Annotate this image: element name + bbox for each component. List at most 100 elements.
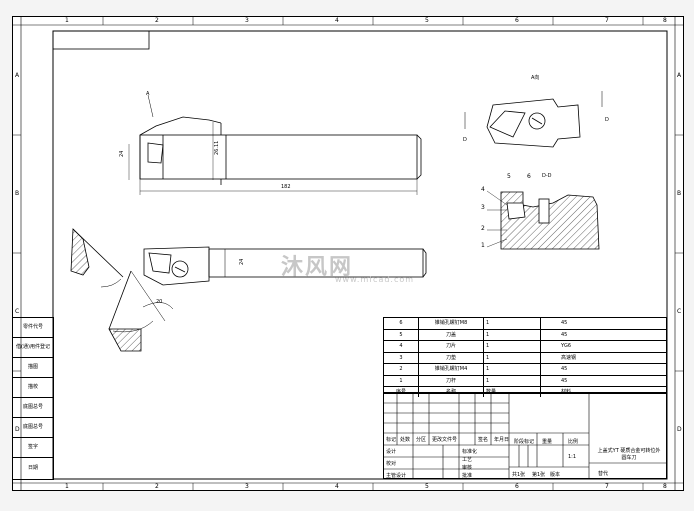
bom-cell-material: 45 [561,377,568,384]
tb-zone: 分区 [416,437,427,443]
bom-cell-qty: 1 [484,364,541,375]
tb-std-role: 工艺 [462,457,473,463]
bom-cell-material: 45 [561,366,568,372]
tb-scale: 1:1 [568,454,577,460]
side-cell: 描校 [13,378,53,398]
frame-top-num: 2 [155,17,159,24]
frame-left-letter: D [15,426,20,433]
bom-cell-name: 锥销孔螺钉M8 [419,318,484,329]
bom-header-name: 名称 [419,387,484,397]
section-dd [486,190,600,250]
bom-header-row: 序号 名称 数量 材料 [384,387,666,397]
tb-role: 主管设计 [386,473,407,479]
side-cell: 底图总号 [13,418,53,438]
side-panel: 零件代号 借(通)用件登记 描图 描校 底图总号 底图总号 签字 日期 [13,317,54,480]
bom-cell-qty: 1 [484,329,541,340]
bom-row: 2 锥销孔螺钉M4 1 45 [384,364,666,376]
frame-right-letter: A [677,72,682,79]
bom-header-qty: 数量 [484,387,541,397]
frame-top-num: 8 [663,17,667,24]
frame-top-num: 4 [335,17,339,24]
dim-26-label: 26.11 [214,141,220,155]
tb-sheets: 共1张 [512,472,526,478]
bom-header-material: 材料 [561,389,572,395]
front-view [128,94,422,195]
tb-substitute: 替代 [598,471,609,477]
plan-view [143,246,427,286]
tb-version: 版本 [550,472,561,478]
tb-std-role: 标准化 [462,449,478,455]
frame-top-num: 7 [605,17,609,24]
part-marker: 3 [481,204,485,211]
bom-row: 4 刀片 1 YG6 [384,341,666,353]
side-cell: 借(通)用件登记 [13,338,53,358]
frame-left-letter: B [15,190,20,197]
bom-header-no: 序号 [384,387,419,397]
bom-table: 6 锥销孔螺钉M8 1 45 5 刀盖 1 45 4 刀片 1 YG6 3 刀垫… [383,317,667,397]
tb-role: 校对 [386,461,397,467]
bom-cell-material: 高速钢 [561,354,577,361]
tb-mark: 标记 [386,437,397,443]
arrow-a-label: A [146,91,150,97]
bom-cell-no: 1 [384,375,419,386]
title-block-grid [383,393,667,479]
arrow-d-right: D [605,117,609,123]
frame-right-letter: B [677,190,682,197]
bom-cell-no: 5 [384,329,419,340]
frame-bottom-num: 4 [335,483,339,490]
tb-stage: 阶段标记 [514,439,535,445]
watermark-logo: 沐风网 [281,255,354,280]
frame-left-letter: C [15,308,20,315]
side-cell: 签字 [13,438,53,458]
tb-count: 处数 [400,437,411,443]
bom-cell-qty: 1 [484,375,541,386]
side-cell: 底图总号 [13,398,53,418]
title-block: 标记 处数 分区 更改文件号 签名 年月日 设计 校对 主管设计 标准化 工艺 … [383,393,667,479]
bom-cell-no: 6 [384,318,419,329]
tb-std-role: 批准 [462,473,473,479]
frame-bottom-num: 1 [65,483,69,490]
frame-bottom-num: 5 [425,483,429,490]
tb-sign: 签名 [478,437,489,443]
tb-role: 设计 [386,449,397,455]
frame-top-num: 5 [425,17,429,24]
bom-cell-qty: 1 [484,318,541,329]
frame-bottom-num: 7 [605,483,609,490]
bom-row: 5 刀盖 1 45 [384,329,666,341]
bom-cell-name: 锥销孔螺钉M4 [419,364,484,375]
bom-cell-name: 刀片 [419,341,484,352]
frame-bottom-num: 3 [245,483,249,490]
frame-top-num: 1 [65,17,69,24]
frame-right-letter: D [677,426,682,433]
bom-cell-material: YG6 [561,343,572,349]
inner-frame [52,30,668,480]
frame-bottom-num: 6 [515,483,519,490]
tb-std-role: 审核 [462,465,473,471]
view-a [464,91,603,148]
dim-lower-right: 24 [239,259,245,265]
part-marker: 1 [481,242,485,249]
dim-length-label: 182 [281,184,291,190]
side-cell: 零件代号 [13,318,53,338]
frame-bottom-num: 8 [663,483,667,490]
dim-20-label: 20 [156,299,162,305]
view-a-label: A向 [531,74,539,81]
bom-cell-no: 3 [384,352,419,363]
drawing-sheet: A 24 26.11 182 A向 D D [12,16,684,491]
bom-row: 1 刀杆 1 45 [384,375,666,387]
bom-cell-no: 2 [384,364,419,375]
bom-cell-name: 刀盖 [419,329,484,340]
bom-cell-material: 45 [561,331,568,338]
side-cell: 描图 [13,358,53,378]
drawing-title: 上盖式YT 硬质合金可转位外圆车刀 [597,448,661,461]
frame-bottom-num: 2 [155,483,159,490]
side-cell: 日期 [13,458,53,480]
part-marker: 4 [481,186,485,193]
part-marker: 2 [481,225,485,232]
tb-sheet-no: 第1张 [532,472,546,478]
section-dd-label: D-D [542,173,552,179]
bom-cell-name: 刀杆 [419,375,484,386]
bom-cell-qty: 1 [484,352,541,363]
watermark-url: www.mfcad.com [335,275,415,284]
arrow-d-left: D [463,137,467,143]
